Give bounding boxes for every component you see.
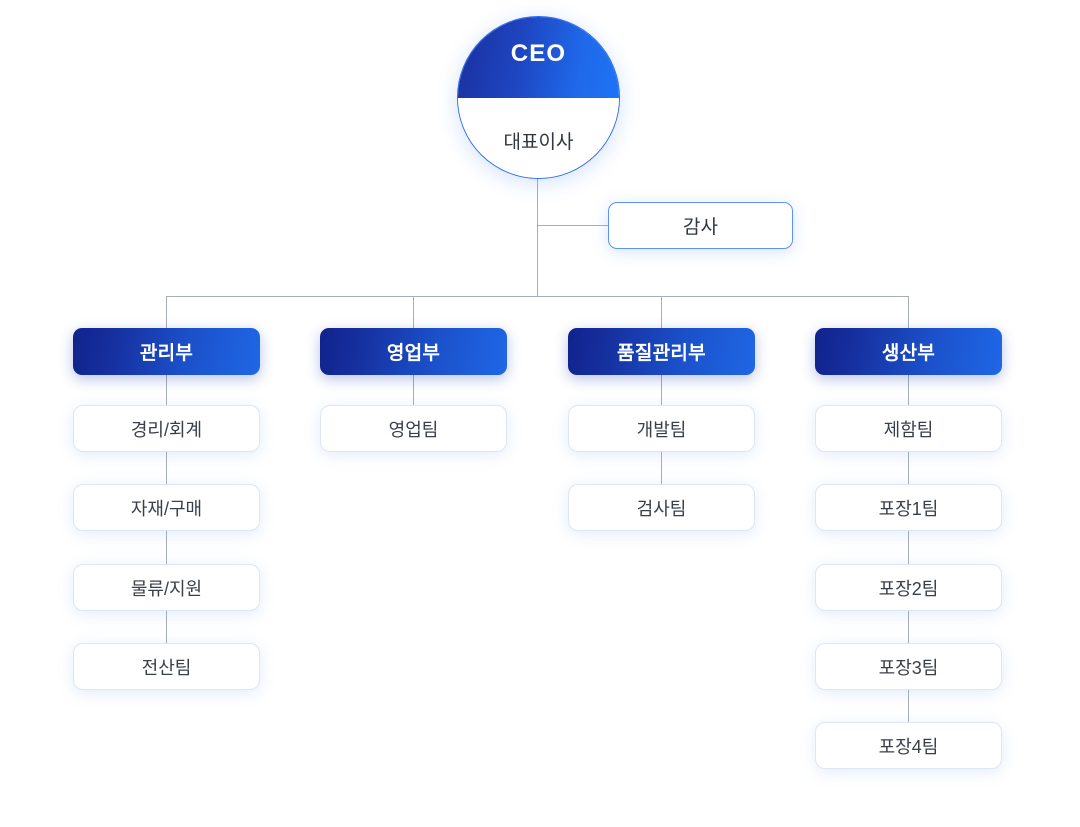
department-header-label: 영업부 [386,343,441,364]
department-header-label: 품질관리부 [617,343,706,364]
department-header-production[interactable]: 생산부 [815,328,1002,375]
team-node[interactable]: 영업팀 [320,405,507,452]
team-node-label: 개발팀 [636,419,687,440]
audit-node[interactable]: 감사 [608,202,793,249]
team-node-label: 포장4팀 [878,736,939,757]
team-node-label: 물류/지원 [130,578,203,599]
team-node-label: 전산팀 [141,657,192,678]
team-node[interactable]: 포장3팀 [815,643,1002,690]
team-node[interactable]: 개발팀 [568,405,755,452]
ceo-title: CEO [510,40,567,68]
ceo-node[interactable]: CEO 대표이사 [457,16,620,179]
connector-department-bus [166,296,909,297]
team-node[interactable]: 물류/지원 [73,564,260,611]
department-column-production: 생산부 제함팀 포장1팀 포장2팀 포장3팀 포장4팀 [815,328,1002,769]
connector-ceo-trunk [537,179,538,296]
team-node[interactable]: 포장2팀 [815,564,1002,611]
connector-chain-dept-1 [166,375,167,690]
team-node-label: 검사팀 [636,498,687,519]
ceo-subtitle: 대표이사 [503,132,574,154]
connector-ceo-to-audit [537,225,608,226]
department-header-sales[interactable]: 영업부 [320,328,507,375]
ceo-node-bottom: 대표이사 [458,97,619,178]
audit-node-label: 감사 [683,217,718,238]
team-node-label: 경리/회계 [130,419,203,440]
ceo-node-top: CEO [458,17,619,98]
department-header-management[interactable]: 관리부 [73,328,260,375]
connector-drop-dept-1 [166,296,167,328]
team-node[interactable]: 제함팀 [815,405,1002,452]
team-node[interactable]: 포장4팀 [815,722,1002,769]
team-node-label: 포장1팀 [878,498,939,519]
department-header-label: 생산부 [881,343,936,364]
team-node[interactable]: 검사팀 [568,484,755,531]
team-node[interactable]: 경리/회계 [73,405,260,452]
connector-drop-dept-4 [908,296,909,328]
department-header-quality[interactable]: 품질관리부 [568,328,755,375]
connector-drop-dept-3 [661,296,662,328]
team-node-label: 포장3팀 [878,657,939,678]
connector-drop-dept-2 [413,296,414,328]
team-node-label: 자재/구매 [130,498,203,519]
department-column-management: 관리부 경리/회계 자재/구매 물류/지원 전산팀 [73,328,260,690]
team-node[interactable]: 자재/구매 [73,484,260,531]
team-node-label: 영업팀 [388,419,439,440]
team-node[interactable]: 전산팀 [73,643,260,690]
connector-chain-dept-2 [413,375,414,411]
department-column-sales: 영업부 영업팀 [320,328,507,452]
team-node-label: 포장2팀 [878,578,939,599]
department-header-label: 관리부 [139,343,194,364]
team-node[interactable]: 포장1팀 [815,484,1002,531]
department-column-quality: 품질관리부 개발팀 검사팀 [568,328,755,531]
team-node-label: 제함팀 [883,419,934,440]
